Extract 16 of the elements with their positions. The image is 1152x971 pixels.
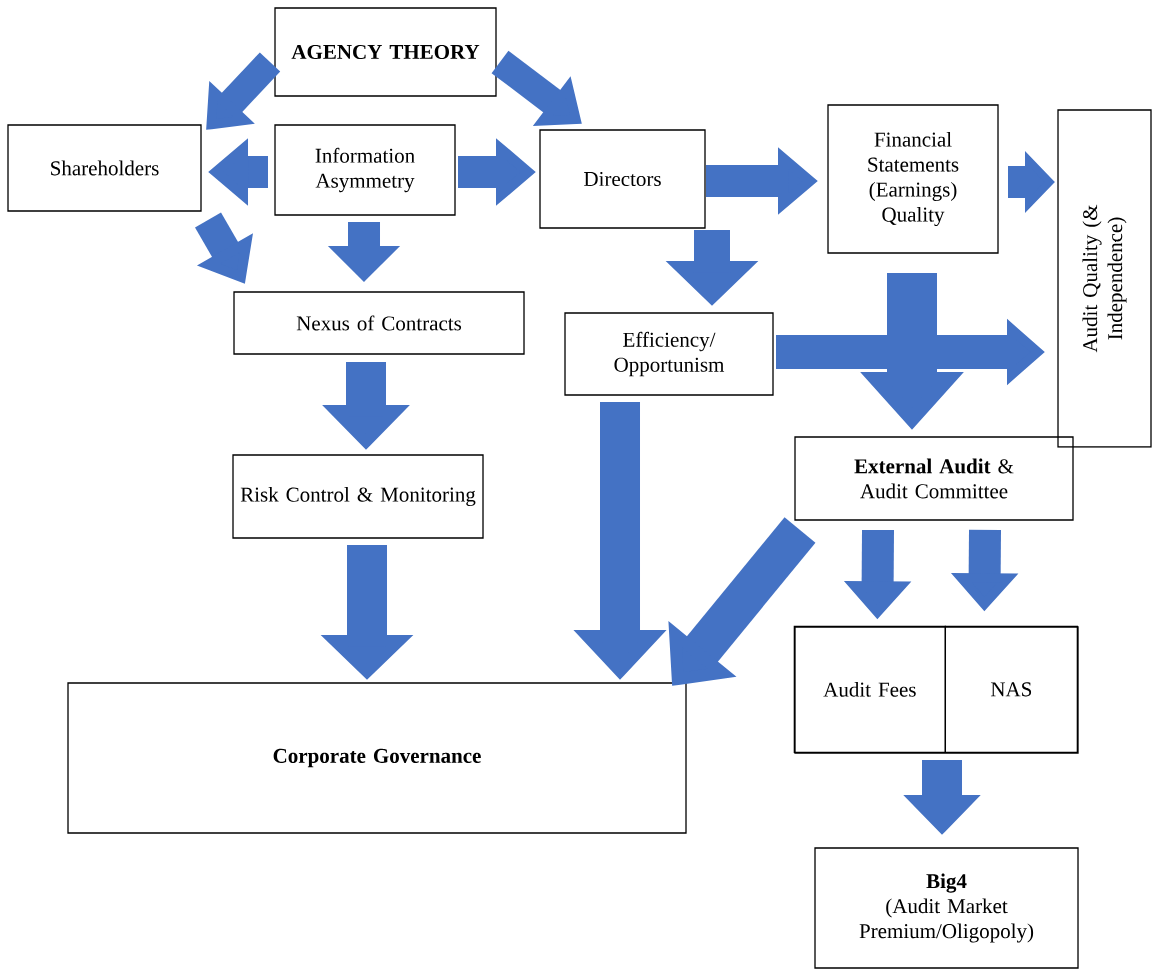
process-box: Nexus of Contracts	[233, 291, 525, 355]
process-box: Efficiency/ Opportunism	[564, 312, 774, 396]
process-box: AGENCY THEORY	[274, 7, 497, 97]
process-box: Information Asymmetry	[274, 124, 456, 216]
table-cell: Audit Fees	[793, 625, 946, 753]
process-box: Financial Statements (Earnings) Quality	[827, 104, 999, 254]
process-box: External Audit & Audit Committee	[794, 436, 1074, 521]
block-arrow	[206, 52, 281, 130]
table-cell: NAS	[944, 625, 1078, 753]
split-box	[794, 626, 1079, 754]
process-box: Corporate Governance	[67, 682, 687, 834]
process-box: Audit Quality (& Independence)	[1057, 109, 1152, 448]
process-box: Directors	[539, 129, 706, 229]
process-box: Big4 (Audit Market Premium/Oligopoly)	[814, 847, 1079, 969]
process-box: Risk Control & Monitoring	[232, 454, 484, 539]
process-box: Shareholders	[7, 124, 202, 212]
